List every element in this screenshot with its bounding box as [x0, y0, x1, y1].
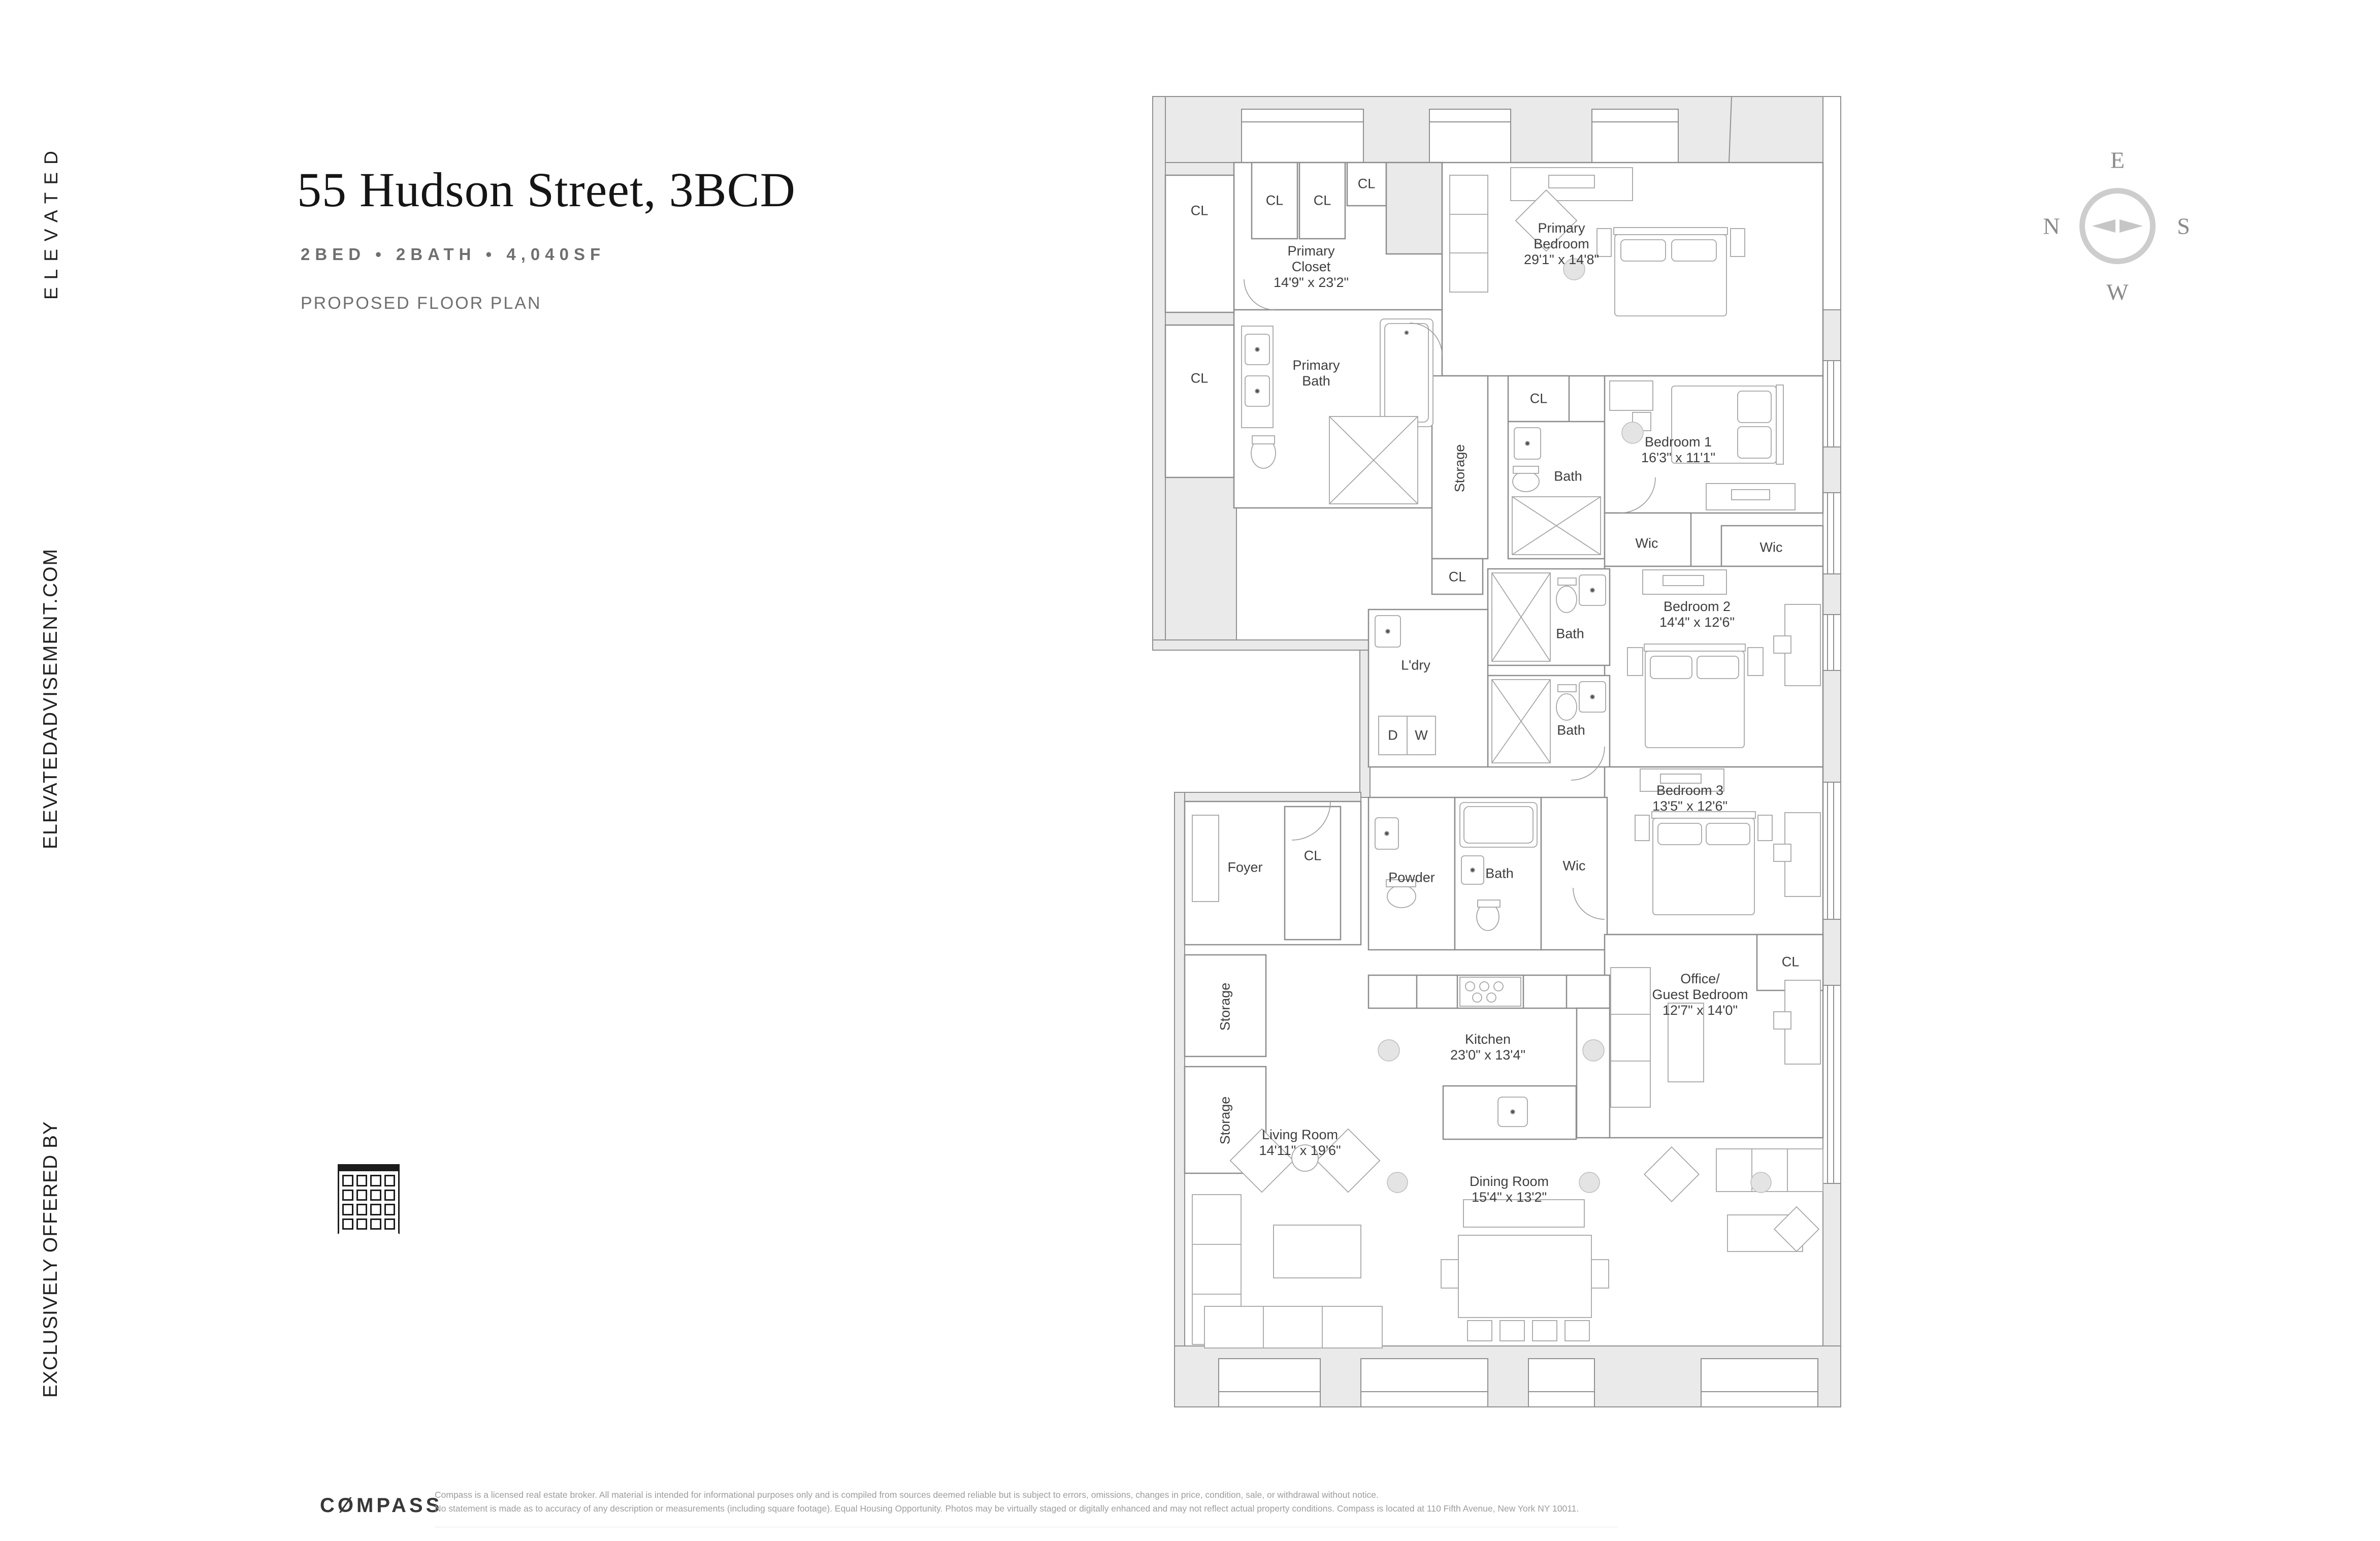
website-vertical-text: ELEVATEDADVISEMENT.COM — [40, 548, 61, 849]
room-label: Bath — [1557, 722, 1585, 738]
compass-west-label: W — [2106, 279, 2129, 305]
room-label: Powder — [1388, 870, 1435, 885]
room-label: D — [1388, 727, 1398, 743]
compass-needle-left-icon — [2092, 219, 2115, 233]
building-grid-icon — [338, 1164, 400, 1234]
compass-ring-icon — [2079, 188, 2156, 264]
offered-by-vertical-text: EXCLUSIVELY OFFERED BY — [40, 1120, 61, 1398]
compass-north-label: N — [2043, 213, 2060, 239]
room-label: Storage — [1217, 1096, 1233, 1145]
footer-disclaimer-line2: No statement is made as to accuracy of a… — [435, 1503, 1579, 1514]
room-label: CL — [1781, 954, 1800, 970]
door-swings — [1244, 279, 1656, 920]
room-label: CL — [1190, 370, 1209, 386]
page-title: 55 Hudson Street, 3BCD — [297, 163, 796, 217]
furniture — [1192, 167, 1823, 1349]
room-label: CL — [1190, 203, 1209, 218]
room-label: CL — [1357, 176, 1376, 191]
room-label: CL — [1265, 192, 1284, 208]
compass-south-label: S — [2177, 213, 2190, 239]
floor-plan-drawing — [1152, 96, 1841, 1407]
room-label: CL — [1303, 848, 1322, 863]
room-label: Bath — [1556, 626, 1584, 641]
room-label: W — [1415, 727, 1428, 743]
room-label: Storage — [1217, 982, 1233, 1031]
room-label: Bath — [1554, 468, 1582, 484]
perimeter-walls — [1152, 96, 1841, 1407]
plan-type-label: PROPOSED FLOOR PLAN — [301, 294, 542, 313]
room-label: Foyer — [1227, 859, 1263, 875]
compass-logo: CØMPASS — [320, 1494, 443, 1517]
room-label: L'dry — [1401, 657, 1430, 673]
bed-bath-sf-specs: 2BED • 2BATH • 4,040SF — [301, 245, 606, 264]
room-label: Wic — [1635, 535, 1658, 551]
room-label: CL — [1529, 391, 1548, 406]
brand-vertical-text: ELEVATED — [41, 143, 61, 300]
footer-disclaimer-line1: Compass is a licensed real estate broker… — [435, 1490, 1379, 1500]
room-label: Wic — [1759, 539, 1783, 555]
room-label: CL — [1448, 569, 1466, 585]
compass-east-label: E — [2110, 147, 2125, 173]
room-label: Bath — [1485, 865, 1514, 881]
room-label: Wic — [1562, 858, 1586, 874]
ceiling-lights — [1378, 258, 1772, 1193]
room-label: CL — [1313, 192, 1331, 208]
room-label: Storage — [1452, 444, 1468, 493]
footer-disclaimer: Compass is a licensed real estate broker… — [435, 1488, 1582, 1516]
compass-rose: E N S W — [2026, 142, 2209, 310]
compass-needle-right-icon — [2120, 219, 2143, 233]
